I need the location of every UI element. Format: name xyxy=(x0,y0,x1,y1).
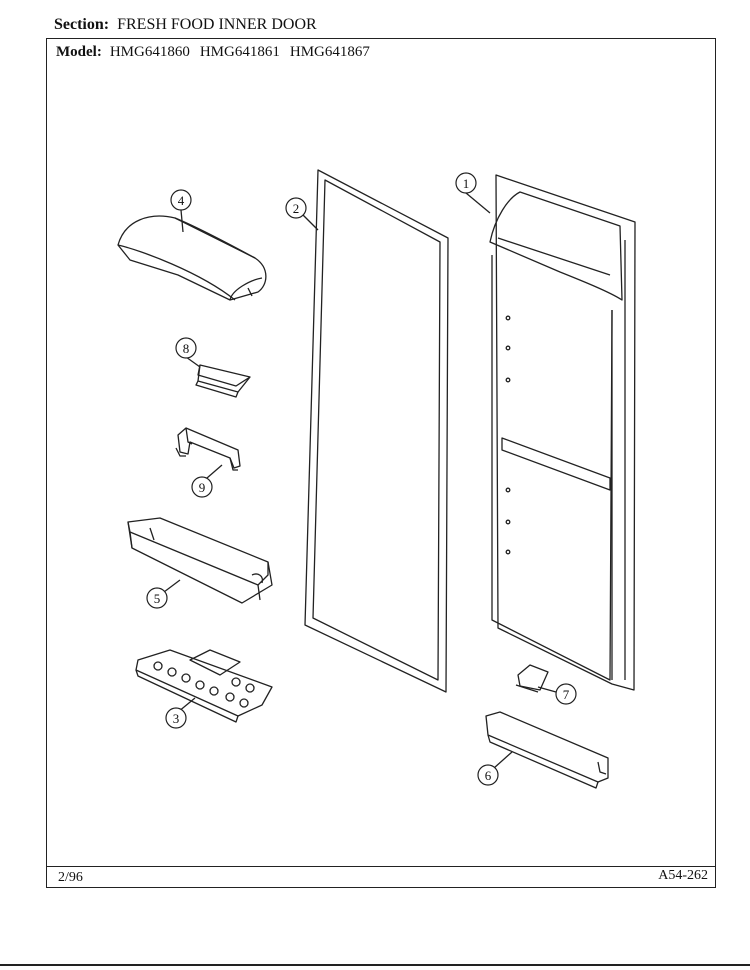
part-clip-drawing xyxy=(515,664,549,693)
model-label: Model: xyxy=(56,44,102,60)
part-door-bin-drawing xyxy=(127,517,273,604)
callout-circle-8 xyxy=(175,337,197,359)
part-egg-tray-drawing xyxy=(135,649,273,723)
callout-label-9: 9 xyxy=(199,480,206,495)
model-number-3: HMG641867 xyxy=(289,44,370,60)
part-retainer-bracket-drawing xyxy=(175,427,241,471)
callout-label-1: 1 xyxy=(463,176,470,191)
callout-circle-6 xyxy=(477,764,499,786)
model-number-2: HMG641861 xyxy=(199,44,280,60)
callout-circle-1 xyxy=(455,172,477,194)
callout-circle-9 xyxy=(191,476,213,498)
callout-circle-5 xyxy=(146,587,168,609)
part-door-gasket-drawing xyxy=(304,169,449,693)
part-shelf-cover-drawing xyxy=(117,215,267,301)
callout-label-4: 4 xyxy=(178,193,185,208)
callout-label-5: 5 xyxy=(154,591,161,606)
callout-label-2: 2 xyxy=(293,201,300,216)
section-title: FRESH FOOD INNER DOOR xyxy=(117,16,317,33)
footer-figure-code: A54-262 xyxy=(658,868,708,883)
callout-circle-7 xyxy=(555,683,577,705)
callout-label-7: 7 xyxy=(563,687,570,702)
callout-label-8: 8 xyxy=(183,341,190,356)
section-line: Section: FRESH FOOD INNER DOOR xyxy=(54,16,317,34)
callout-label-6: 6 xyxy=(485,768,492,783)
bottom-rule xyxy=(0,964,750,966)
callout-circle-3 xyxy=(165,707,187,729)
model-line: Model: HMG641860 HMG641861 HMG641867 xyxy=(56,44,380,61)
part-bottom-bin-drawing xyxy=(485,711,609,789)
part-inner-door-liner-drawing xyxy=(489,174,636,691)
footer-divider xyxy=(46,866,716,867)
diagram-frame xyxy=(46,38,716,888)
section-label: Section: xyxy=(54,16,110,33)
callout-circle-2 xyxy=(285,197,307,219)
callout-label-3: 3 xyxy=(173,711,180,726)
footer-date: 2/96 xyxy=(58,870,83,885)
callout-circle-4 xyxy=(170,189,192,211)
model-number-1: HMG641860 xyxy=(109,44,190,60)
part-small-tray-drawing xyxy=(195,364,251,398)
